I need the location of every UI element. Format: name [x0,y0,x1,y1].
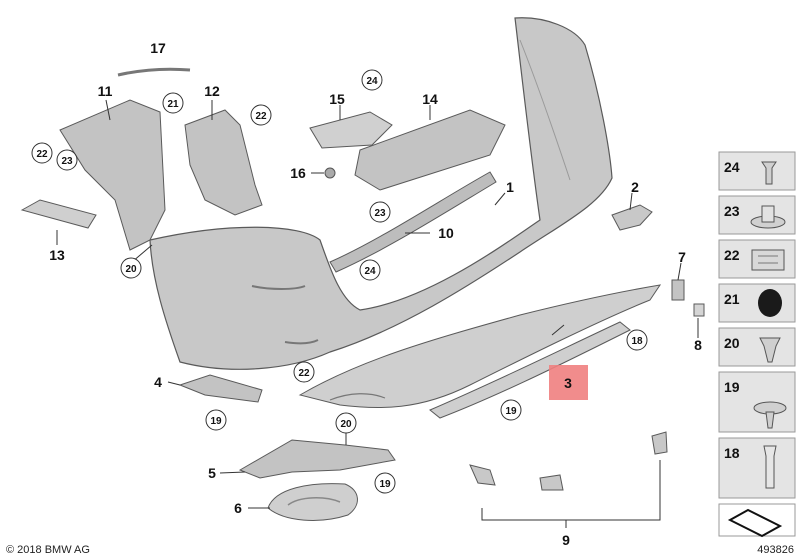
callout-9: 9 [562,532,570,548]
callout-23b: 23 [374,208,386,219]
callout-7: 7 [678,249,686,265]
callout-1: 1 [506,179,514,195]
clip-16-part [324,167,336,179]
reflector-part [20,199,97,229]
trim-strip-part [429,321,631,419]
mount-part [178,374,263,403]
fastener-legend: 24 23 22 21 20 19 18 [718,151,796,538]
highlight-box [549,365,588,400]
legend-label-24: 24 [724,159,740,175]
moulding-part [117,67,191,77]
callout-12: 12 [204,83,220,99]
callout-23a: 23 [61,156,73,167]
tailpipe-part [267,483,358,521]
callout-17: 17 [150,40,166,56]
callout-16: 16 [290,165,306,181]
copyright-notice: © 2018 BMW AG [6,544,90,556]
callout-3: 3 [564,375,572,391]
legend-label-19: 19 [724,379,740,395]
legend-label-22: 22 [724,247,740,263]
callout-13: 13 [49,247,65,263]
left-bracket-part [59,99,166,251]
small-bracket-c [651,431,668,455]
legend-label-18: 18 [724,445,740,461]
sensor-holder-part [671,279,685,301]
callout-11: 11 [98,83,113,99]
callout-19a: 19 [210,416,222,427]
callout-2: 2 [631,179,639,195]
callout-24a: 24 [366,76,378,87]
circled-callouts: 21 22 23 22 24 23 20 24 18 22 19 19 20 1… [31,69,648,494]
callout-24b: 24 [364,266,376,277]
callout-22a: 22 [36,149,48,160]
legend-label-20: 20 [724,335,740,351]
callout-10: 10 [438,225,454,241]
callout-4: 4 [154,374,162,390]
cap-part [693,303,705,317]
carrier-part [354,109,506,191]
diffuser-part [298,284,662,409]
callout-20a: 20 [125,264,137,275]
callout-21: 21 [167,99,179,110]
callout-15: 15 [329,91,345,107]
image-number: 493826 [757,544,794,556]
callout-6: 6 [234,500,242,516]
callout-22b: 22 [255,111,267,122]
callout-19c: 19 [379,479,391,490]
bracket-5-part [238,439,396,479]
center-bracket-part [184,109,263,216]
reinforcement-bar-part [329,171,497,273]
bumper-cover-part [149,17,613,370]
callout-22c: 22 [298,368,310,379]
leader-lines [56,99,699,509]
callout-5: 5 [208,465,216,481]
callout-14: 14 [422,91,438,107]
small-bracket-a [469,464,496,486]
side-bracket-part [611,204,653,231]
legend-label-21: 21 [724,291,740,307]
callout-20b: 20 [340,419,352,430]
callout-19b: 19 [505,406,517,417]
cover-plate-part [309,111,393,149]
callout-18: 18 [631,336,643,347]
callout-8: 8 [694,337,702,353]
legend-label-23: 23 [724,203,740,219]
small-bracket-b [539,474,564,491]
